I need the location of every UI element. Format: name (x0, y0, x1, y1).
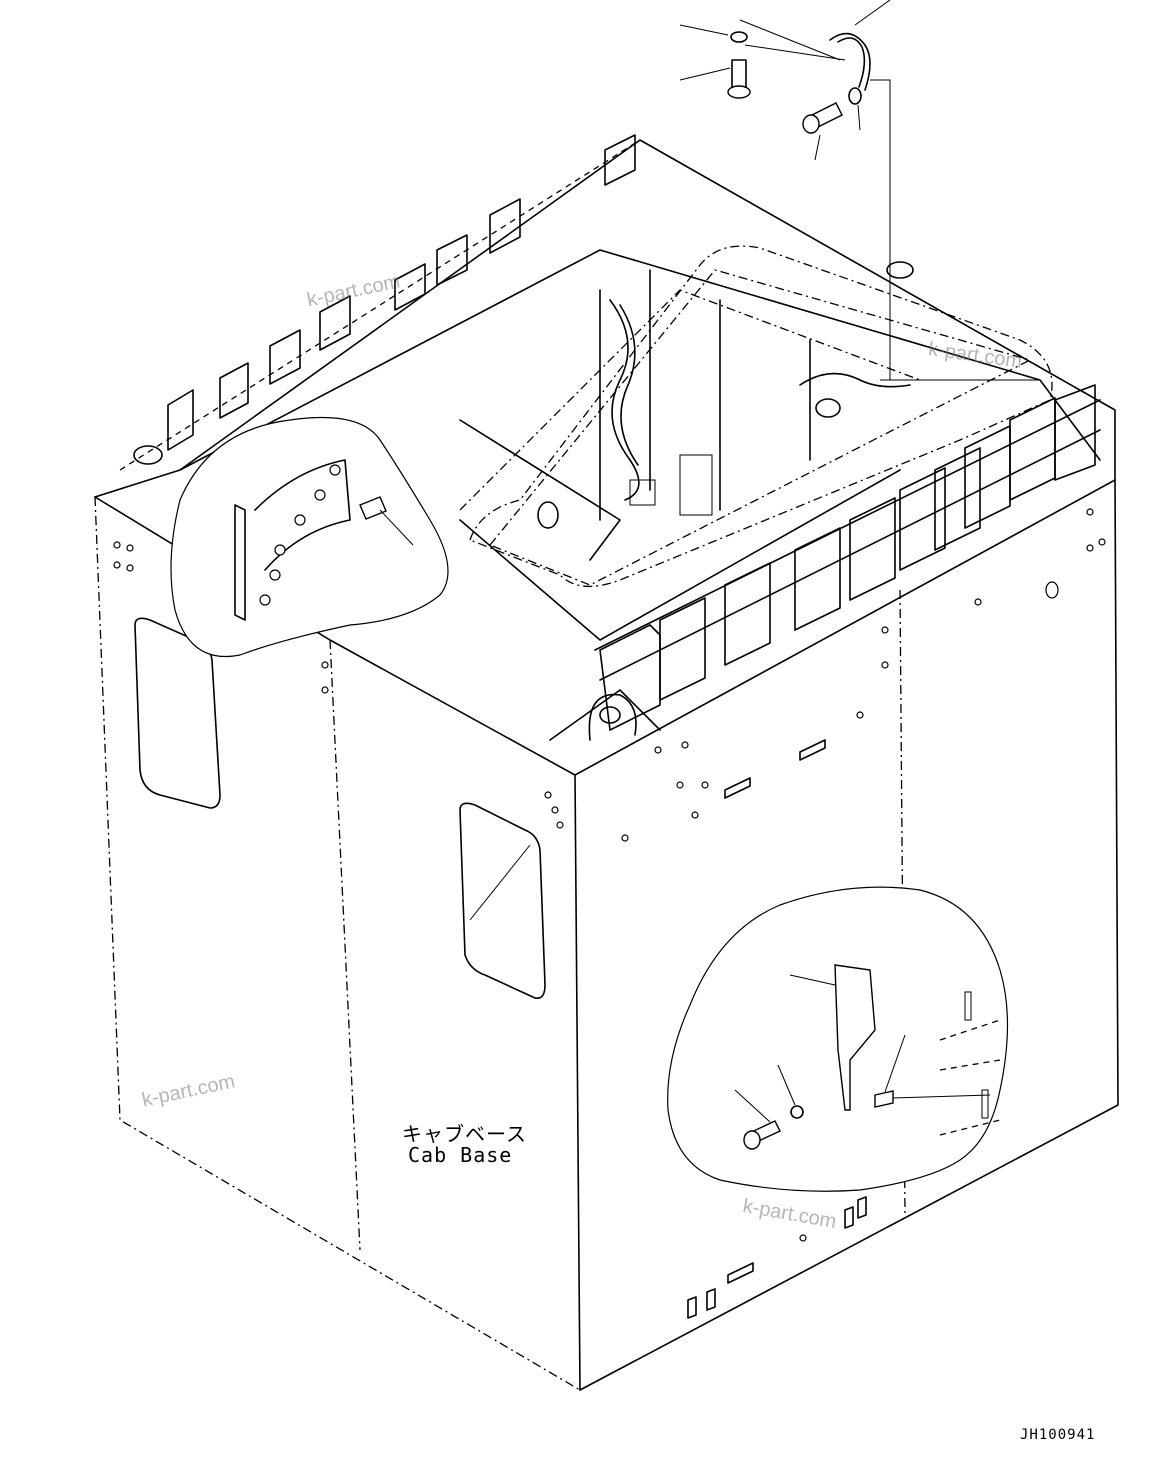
panel-fittings (113, 508, 1106, 1319)
lifting-eyes (588, 261, 914, 741)
detail-bubble-connector (170, 416, 449, 657)
side-windows (134, 617, 546, 1000)
right-rail-boxes (599, 384, 1096, 731)
cab-base-box (94, 139, 1119, 1391)
top-hardware (679, 0, 891, 380)
part-name-english: Cab Base (408, 1143, 513, 1167)
part-name-japanese: キャブベース (402, 1122, 527, 1146)
detail-bubble-bracket (667, 886, 1009, 1192)
drawing-code: JH100941 (1020, 1427, 1096, 1443)
hose-assembly (609, 299, 911, 516)
left-rail-pegs (133, 134, 636, 465)
